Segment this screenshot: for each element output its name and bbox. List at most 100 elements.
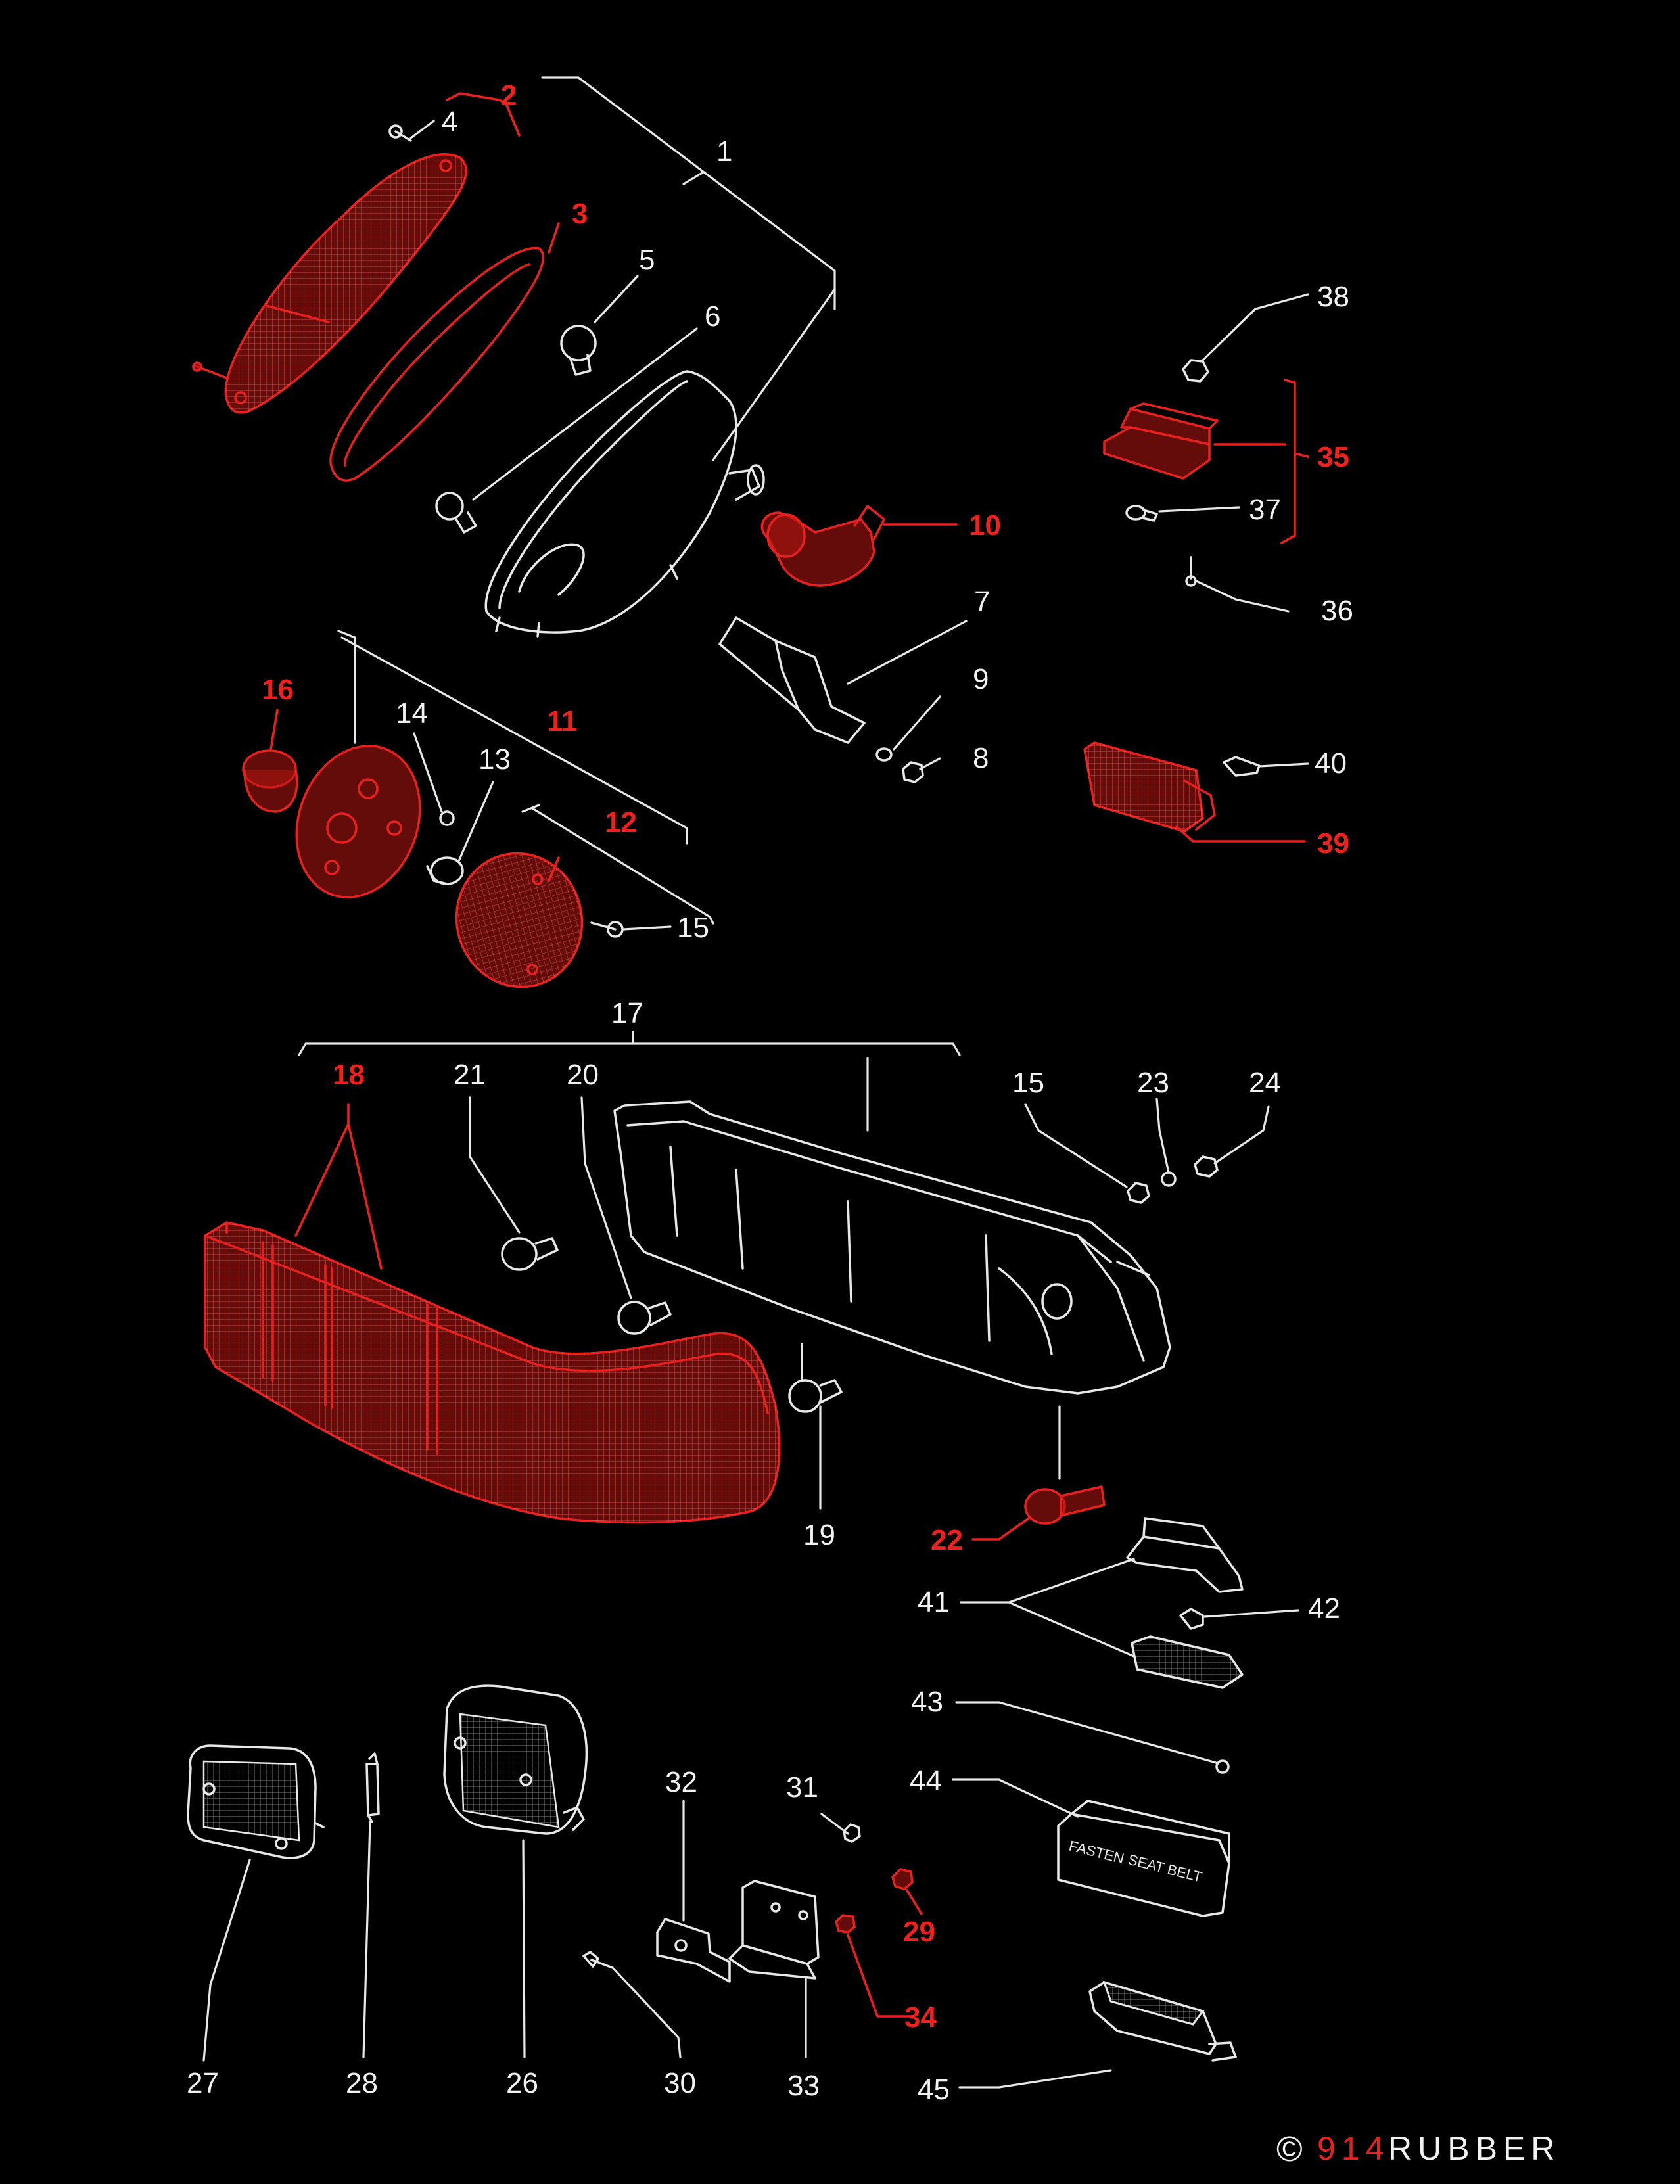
callout-17: 17	[611, 997, 643, 1029]
callout-4: 4	[442, 106, 457, 138]
warning-light-45	[1088, 1980, 1237, 2062]
round-lens-12	[455, 852, 584, 988]
callout-13: 13	[478, 743, 511, 776]
bulb-22-icon	[1024, 1485, 1106, 1525]
bulb-20-icon	[617, 1301, 672, 1335]
callout-7: 7	[974, 586, 990, 618]
callout-3: 3	[572, 198, 588, 230]
nut-38-icon	[1182, 359, 1209, 383]
seatbelt-warning-light-44: FASTEN SEAT BELT	[1057, 1800, 1230, 1917]
callout-6: 6	[705, 300, 720, 333]
oval-lamp-housing	[484, 370, 765, 638]
screw-36-icon	[1185, 556, 1197, 587]
socket-10	[760, 505, 885, 587]
bulb-40-icon	[1223, 756, 1261, 777]
callout-24: 24	[1249, 1067, 1281, 1099]
nut-29-icon	[891, 1868, 914, 1890]
logo-word: RUBBER	[1388, 2130, 1560, 2167]
upper-right-parts	[1083, 359, 1309, 833]
nut-15-icon	[1127, 1182, 1150, 1204]
callout-21: 21	[454, 1059, 486, 1091]
callout-44: 44	[910, 1765, 942, 1797]
screw-4-icon	[388, 124, 412, 142]
callout-23: 23	[1137, 1067, 1169, 1099]
bulb-42-icon	[1179, 1608, 1204, 1630]
callout-15-upper: 15	[677, 912, 709, 944]
screw-43-icon	[1215, 1759, 1230, 1774]
oval-lens-red	[192, 153, 467, 414]
side-lamp-27	[187, 1744, 325, 1859]
callout-43: 43	[911, 1686, 943, 1718]
side-lamp-26	[443, 1684, 588, 1835]
callout-36: 36	[1321, 595, 1353, 627]
callout-15-lower: 15	[1012, 1067, 1044, 1099]
callout-38: 38	[1317, 281, 1349, 313]
screw-15-icon	[590, 921, 624, 938]
tail-housing-17	[613, 1100, 1171, 1395]
bracket-32	[656, 1918, 731, 1983]
callout-30: 30	[664, 2067, 696, 2099]
callout-42: 42	[1308, 1592, 1340, 1625]
bulb-13-icon	[426, 856, 464, 885]
callout-2: 2	[501, 80, 517, 112]
callout-16: 16	[262, 674, 294, 706]
light-41-lens	[1131, 1635, 1244, 1689]
oval-gasket	[329, 246, 545, 482]
callout-28: 28	[346, 2067, 378, 2099]
callout-1: 1	[716, 135, 732, 168]
callout-22: 22	[931, 1524, 963, 1556]
callout-20: 20	[567, 1059, 599, 1091]
callout-labels: 1 2 3 4 5 6 7 8 9 10 11 12 13 14 15 16 1…	[187, 80, 1353, 2106]
callout-31: 31	[786, 1771, 818, 1803]
callout-8: 8	[973, 742, 989, 774]
bulb-5-icon	[560, 325, 597, 376]
nut-34-icon	[835, 1914, 856, 1934]
bulb-37-icon	[1125, 505, 1158, 522]
bottom-left-parts	[187, 1684, 914, 1983]
bulb-6-icon	[435, 492, 477, 534]
nut-24-icon	[1194, 1155, 1219, 1178]
right-lower-parts: FASTEN SEAT BELT	[1057, 1517, 1244, 2062]
callout-41: 41	[918, 1586, 950, 1618]
callout-10: 10	[969, 509, 1001, 542]
light-housing-39	[1083, 741, 1216, 833]
callout-18: 18	[333, 1059, 365, 1091]
callout-11: 11	[547, 705, 578, 737]
callout-12: 12	[605, 806, 637, 839]
callout-35: 35	[1317, 441, 1349, 473]
nut-14-icon	[439, 810, 455, 826]
light-41-upper	[1126, 1517, 1244, 1593]
callout-34: 34	[904, 2001, 937, 2033]
cap-16	[242, 749, 298, 813]
bulb-28-icon	[365, 1752, 380, 1823]
brand-logo: © 914 RUBBER	[1276, 2129, 1560, 2169]
leader-lines	[202, 92, 1309, 2089]
callout-40: 40	[1315, 747, 1347, 779]
washer-23-icon	[1161, 1171, 1177, 1187]
bulb-21-icon	[501, 1237, 559, 1271]
copyright-symbol: ©	[1276, 2129, 1303, 2169]
seatbelt-text-line2: SEAT BELT	[1127, 1851, 1204, 1886]
callout-9: 9	[973, 663, 989, 695]
callout-29: 29	[903, 1916, 935, 1948]
round-lamp-group	[242, 630, 714, 988]
light-housing-35	[1103, 402, 1219, 480]
callout-26: 26	[506, 2067, 538, 2099]
tail-lens-18	[204, 1221, 781, 1524]
callout-37: 37	[1249, 494, 1281, 526]
round-housing-11	[295, 745, 421, 898]
oval-lamp-assembly	[192, 76, 924, 783]
nut-8-icon	[902, 761, 924, 783]
screw-30-icon	[582, 1951, 614, 1969]
tail-light-assembly	[204, 1031, 1219, 1525]
callout-5: 5	[639, 244, 655, 276]
logo-number: 914	[1317, 2130, 1389, 2167]
bulb-19-icon	[788, 1379, 843, 1413]
callout-39: 39	[1317, 827, 1349, 860]
bracket-7	[718, 616, 866, 744]
callout-27: 27	[187, 2067, 219, 2099]
callout-19: 19	[803, 1519, 835, 1551]
callout-33: 33	[787, 2070, 820, 2102]
callout-32: 32	[665, 1766, 697, 1798]
